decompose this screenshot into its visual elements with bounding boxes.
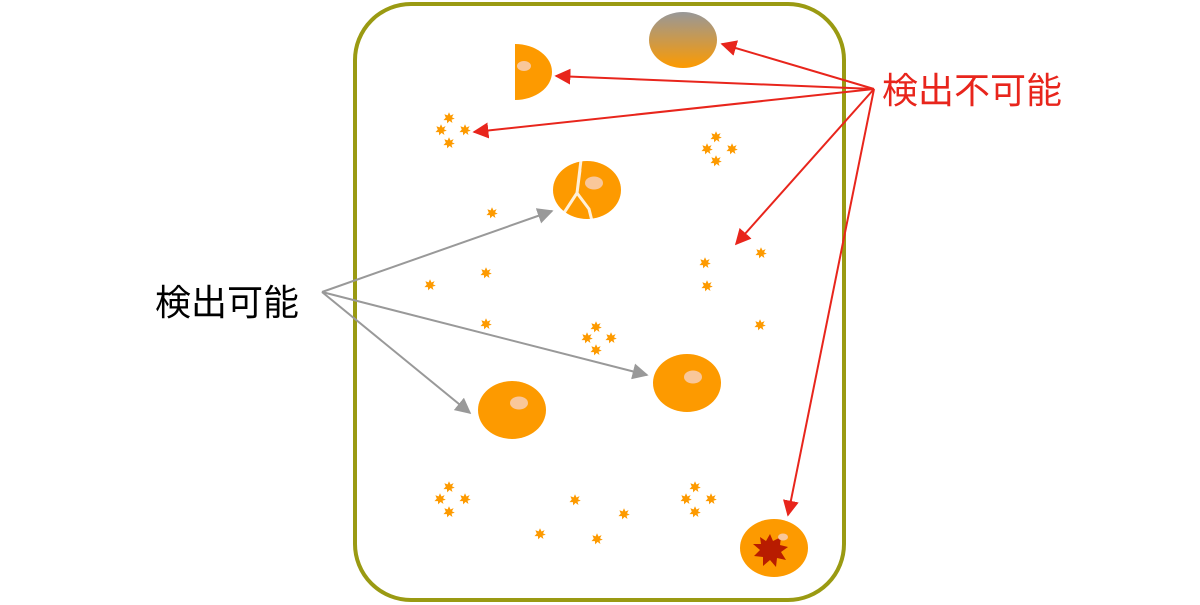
- arrow-to-right-cell: [321, 291, 649, 380]
- orange-cell: [653, 354, 721, 412]
- starburst-icon: [710, 131, 722, 143]
- starburst-icon: [443, 112, 455, 124]
- starburst-icon: [689, 481, 701, 493]
- grey-cell: [649, 12, 717, 68]
- orange-cell: [478, 381, 546, 439]
- starburst-icon: [680, 493, 692, 505]
- damaged-cell: [740, 519, 808, 577]
- cracked-cell: [553, 159, 621, 238]
- starburst-icon: [480, 267, 492, 279]
- starburst-icon: [443, 506, 455, 518]
- container-frame: [353, 2, 846, 602]
- starburst-icon: [581, 332, 593, 344]
- starburst-icon: [689, 506, 701, 518]
- starburst-icon: [591, 533, 603, 545]
- starburst-icon: [699, 257, 711, 269]
- arrow-to-cracked-cell: [321, 208, 554, 293]
- starburst-icon: [710, 155, 722, 167]
- starburst-icon: [443, 481, 455, 493]
- starburst-icon: [701, 280, 713, 292]
- starburst-icon: [590, 344, 602, 356]
- half-cell: [515, 44, 552, 100]
- undetectable-label: 検出不可能: [882, 71, 1063, 112]
- detectable-label: 検出可能: [155, 283, 300, 324]
- starburst-icon: [618, 508, 630, 520]
- detectable-arrows: [321, 208, 649, 415]
- starburst-icon: [569, 494, 581, 506]
- starburst-icon: [424, 279, 436, 291]
- arrow-to-grey-cell: [720, 40, 875, 90]
- starburst-icon: [754, 319, 766, 331]
- starburst-icon: [459, 124, 471, 136]
- arrow-to-left-cell: [321, 291, 472, 415]
- undetectable-arrows: [472, 40, 875, 517]
- starburst-icon: [726, 143, 738, 155]
- arrow-to-single-particle: [734, 88, 875, 246]
- starburst-icon: [755, 247, 767, 259]
- starburst-icon: [435, 124, 447, 136]
- starburst-icon: [590, 321, 602, 333]
- starburst-icon: [443, 137, 455, 149]
- starburst-icon: [701, 143, 713, 155]
- arrow-to-damaged-cell: [783, 88, 875, 517]
- starburst-icon: [534, 528, 546, 540]
- arrow-to-half-cell: [554, 68, 875, 90]
- arrow-to-particle-cluster: [472, 88, 875, 139]
- starburst-icon: [459, 493, 471, 505]
- starburst-icon: [486, 207, 498, 219]
- starburst-icon: [705, 493, 717, 505]
- starburst-icon: [434, 493, 446, 505]
- starburst-icon: [480, 318, 492, 330]
- starburst-icon: [605, 332, 617, 344]
